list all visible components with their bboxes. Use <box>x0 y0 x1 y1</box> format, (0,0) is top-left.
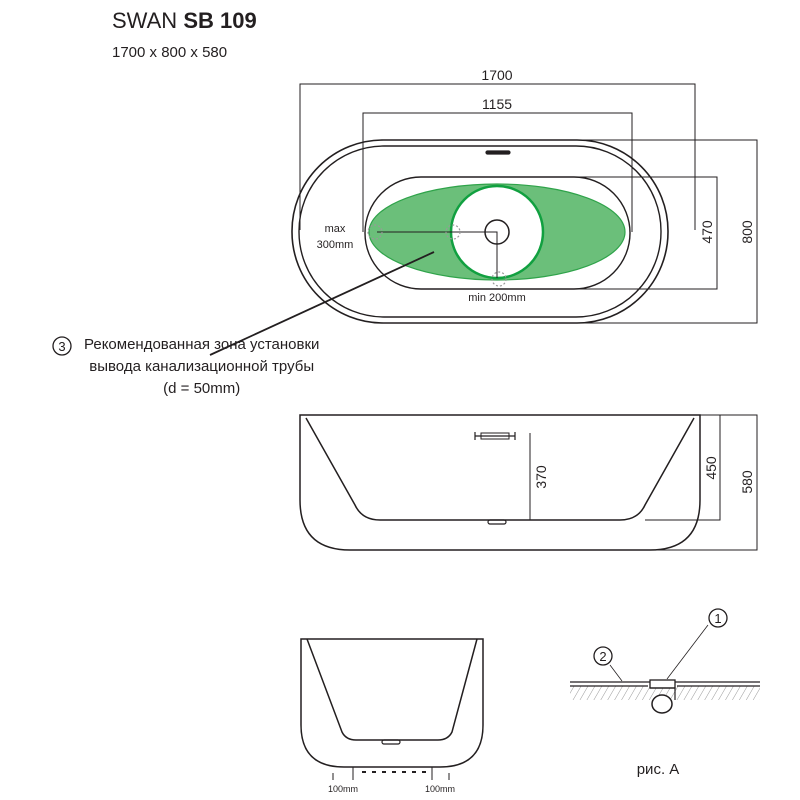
drain-zone-note: Рекомендованная зона установки вывода ка… <box>84 334 319 400</box>
dim-height: 580 <box>739 470 755 494</box>
note-line-2: вывода канализационной трубы <box>89 358 315 375</box>
dim-length: 1700 <box>481 67 512 83</box>
dim-inner-length: 1155 <box>482 96 512 112</box>
label-max-value: 300mm <box>317 239 354 251</box>
foot-left-dim: 100mm <box>328 784 358 794</box>
foot-right-dim: 100mm <box>425 784 455 794</box>
label-max: max <box>325 223 346 235</box>
figure-caption: рис. А <box>637 761 680 778</box>
dim-width: 800 <box>739 220 755 244</box>
dim-inner-width: 470 <box>699 220 715 244</box>
note-line-3: (d = 50mm) <box>163 380 241 397</box>
marker-2: 2 <box>599 649 606 664</box>
top-view: 1700 1155 470 800 max 300mm min 200mm <box>209 67 758 356</box>
dim-inner-height: 450 <box>703 456 719 480</box>
model-title: SWAN SB 109 <box>112 8 257 33</box>
side-view: 370 450 580 <box>299 414 758 551</box>
note-line-1: Рекомендованная зона установки <box>84 336 320 353</box>
note-marker: 3 <box>58 339 65 354</box>
label-min: min 200mm <box>468 292 525 304</box>
end-view: 100mm 100mm <box>300 638 484 794</box>
dim-depth: 370 <box>533 465 549 489</box>
model-dimensions: 1700 x 800 x 580 <box>112 44 228 61</box>
marker-1: 1 <box>714 611 721 626</box>
figure-a: 1 2 рис. А <box>570 608 760 778</box>
